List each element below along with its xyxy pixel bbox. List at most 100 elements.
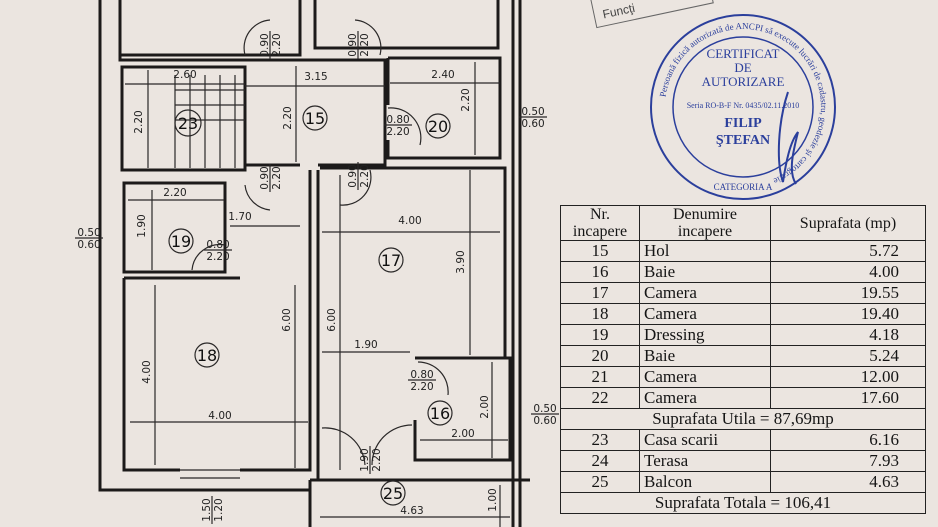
svg-text:FILIP: FILIP bbox=[724, 116, 762, 131]
svg-text:20: 20 bbox=[428, 117, 448, 136]
total-area: Suprafata Totala = 106,41 bbox=[560, 492, 926, 514]
opening-label: 0.802.20 bbox=[204, 239, 232, 263]
room-labels: 23 15 20 19 17 18 16 25 bbox=[168, 105, 453, 506]
cell-nr: 21 bbox=[560, 366, 640, 388]
usable-area-total: Suprafata Utila = 87,69mp bbox=[560, 408, 926, 430]
svg-text:DE: DE bbox=[734, 60, 751, 75]
header-nr: Nr. incapere bbox=[560, 205, 640, 241]
opening-label: 0.802.20 bbox=[384, 114, 412, 138]
opening-width: 0.90 bbox=[347, 164, 359, 187]
cell-name: Hol bbox=[639, 240, 771, 262]
svg-text:6.00: 6.00 bbox=[281, 308, 293, 331]
opening-width: 0.50 bbox=[77, 227, 100, 239]
cell-nr: 15 bbox=[560, 240, 640, 262]
header-area: Suprafata (mp) bbox=[770, 205, 926, 241]
svg-text:6.00: 6.00 bbox=[326, 308, 338, 331]
cell-nr: 24 bbox=[560, 450, 640, 472]
cell-area: 7.93 bbox=[770, 450, 926, 472]
svg-text:1.00: 1.00 bbox=[487, 488, 499, 511]
cell-nr: 25 bbox=[560, 471, 640, 493]
opening-height: 2.20 bbox=[271, 166, 283, 189]
svg-text:3.90: 3.90 bbox=[455, 250, 467, 273]
opening-width: 0.90 bbox=[347, 33, 359, 56]
svg-text:1.90: 1.90 bbox=[136, 214, 148, 237]
svg-text:CERTIFICAT: CERTIFICAT bbox=[707, 46, 780, 61]
svg-text:4.00: 4.00 bbox=[208, 410, 231, 422]
opening-height: 2.20 bbox=[359, 164, 371, 187]
opening-label: 0.500.60 bbox=[519, 106, 547, 130]
opening-width: 0.90 bbox=[259, 33, 271, 56]
room-area-table: Nr. incapere Denumire incapere Suprafata… bbox=[560, 205, 926, 514]
walls bbox=[98, 0, 530, 527]
opening-height: 2.20 bbox=[386, 126, 409, 138]
svg-text:2.20: 2.20 bbox=[460, 88, 472, 111]
room-16: 16 bbox=[427, 400, 453, 426]
opening-height: 2.20 bbox=[359, 33, 371, 56]
cell-area: 5.24 bbox=[770, 345, 926, 367]
opening-width: 0.80 bbox=[386, 114, 409, 126]
svg-text:2.40: 2.40 bbox=[431, 69, 454, 81]
cell-nr: 16 bbox=[560, 261, 640, 283]
svg-text:CATEGORIA A: CATEGORIA A bbox=[714, 182, 773, 192]
signature bbox=[777, 91, 799, 185]
cell-area: 4.18 bbox=[770, 324, 926, 346]
cell-name: Balcon bbox=[639, 471, 771, 493]
svg-text:3.15: 3.15 bbox=[304, 71, 327, 83]
svg-text:ŞTEFAN: ŞTEFAN bbox=[716, 133, 770, 148]
cell-name: Baie bbox=[639, 345, 771, 367]
svg-text:Seria RO-B-F Nr. 0435/02.11.20: Seria RO-B-F Nr. 0435/02.11.2010 bbox=[687, 101, 800, 110]
cell-nr: 23 bbox=[560, 429, 640, 451]
cell-nr: 22 bbox=[560, 387, 640, 409]
opening-width: 1.90 bbox=[359, 448, 371, 471]
authorization-stamp: Persoană fizică autorizată de ANCPI să e… bbox=[650, 14, 836, 200]
svg-text:19: 19 bbox=[171, 232, 191, 251]
svg-text:15: 15 bbox=[305, 109, 325, 128]
cell-nr: 18 bbox=[560, 303, 640, 325]
svg-text:4.63: 4.63 bbox=[400, 505, 423, 517]
cell-area: 19.40 bbox=[770, 303, 926, 325]
opening-height: 0.60 bbox=[521, 118, 544, 130]
opening-width: 0.80 bbox=[206, 239, 229, 251]
dimension-labels: 2.60 3.15 2.40 2.20 2.20 2.20 2.20 1.90 … bbox=[133, 69, 499, 517]
header-name: Denumire incapere bbox=[639, 205, 771, 241]
room-20: 20 bbox=[425, 113, 451, 139]
dimension-lines bbox=[125, 62, 510, 527]
cell-area: 19.55 bbox=[770, 282, 926, 304]
cell-name: Camera bbox=[639, 387, 771, 409]
opening-height: 0.60 bbox=[533, 415, 556, 427]
floor-plan: 23 15 20 19 17 18 16 25 2.60 3.15 2.40 2… bbox=[75, 0, 559, 527]
room-23: 23 bbox=[174, 109, 202, 137]
cell-nr: 17 bbox=[560, 282, 640, 304]
svg-text:1.70: 1.70 bbox=[228, 211, 251, 223]
opening-width: 0.90 bbox=[259, 166, 271, 189]
opening-width: 0.50 bbox=[533, 403, 556, 415]
svg-text:17: 17 bbox=[381, 251, 401, 270]
opening-width: 0.50 bbox=[521, 106, 544, 118]
svg-text:2.20: 2.20 bbox=[133, 110, 145, 133]
svg-text:16: 16 bbox=[430, 404, 450, 423]
cell-area: 12.00 bbox=[770, 366, 926, 388]
opening-height: 2.20 bbox=[371, 448, 383, 471]
opening-width: 0.80 bbox=[410, 369, 433, 381]
opening-label: 0.500.60 bbox=[75, 227, 103, 251]
svg-text:AUTORIZARE: AUTORIZARE bbox=[702, 74, 785, 89]
cell-nr: 20 bbox=[560, 345, 640, 367]
cell-name: Terasa bbox=[639, 450, 771, 472]
cell-name: Dressing bbox=[639, 324, 771, 346]
door-swings bbox=[191, 19, 449, 466]
room-15: 15 bbox=[302, 105, 328, 131]
svg-text:2.20: 2.20 bbox=[163, 187, 186, 199]
svg-text:25: 25 bbox=[383, 484, 403, 503]
opening-label: 0.802.20 bbox=[408, 369, 436, 393]
